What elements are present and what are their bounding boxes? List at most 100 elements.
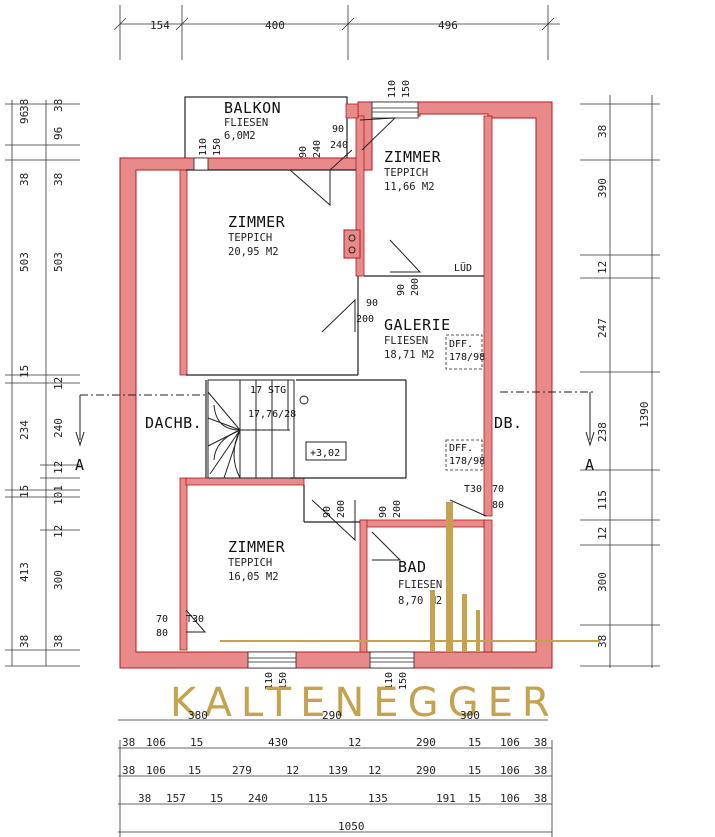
room-zb-area: 16,05 M2 xyxy=(228,571,279,583)
dim-b3-5: 139 xyxy=(328,764,348,777)
dim-b4-4: 115 xyxy=(308,792,328,805)
door-gal-h: 200 xyxy=(356,314,374,325)
dim-top-2: 400 xyxy=(265,19,285,32)
dim-left-b3: 503 xyxy=(52,252,65,272)
dimension-top xyxy=(113,5,560,60)
room-galerie-area: 18,71 M2 xyxy=(384,349,435,361)
dff2-label: DFF. xyxy=(449,443,473,454)
door-gal-w: 90 xyxy=(366,298,378,309)
dim-b3-7: 290 xyxy=(416,764,436,777)
dim-b3-6: 12 xyxy=(368,764,381,777)
room-zimmer-main: ZIMMER TEPPICH 20,95 M2 xyxy=(228,213,286,258)
dim-b4-0: 38 xyxy=(138,792,151,805)
dim-top-3: 496 xyxy=(438,19,458,32)
interior-walls xyxy=(179,103,493,653)
door-lud-w: 90 xyxy=(396,284,407,296)
room-db-right: DB. xyxy=(494,414,523,432)
dim-left-b6: 12 xyxy=(52,461,65,474)
dim-b4-5: 135 xyxy=(368,792,388,805)
dim-left-a1: 96 xyxy=(18,111,31,124)
room-zm-floor: TEPPICH xyxy=(228,232,272,244)
stair-steps: 17 STG xyxy=(250,385,286,396)
dim-b2-0: 38 xyxy=(122,736,135,749)
dim-right-3: 247 xyxy=(596,318,609,338)
dim-b3-8: 15 xyxy=(468,764,481,777)
dim-b3-4: 12 xyxy=(286,764,299,777)
dim-right-6: 12 xyxy=(596,527,609,540)
door-bw2-h: 150 xyxy=(398,672,409,690)
stair-ratio: 17,76/28 xyxy=(248,409,296,420)
door-zb-h: 200 xyxy=(336,500,347,518)
dim-b4-6: 191 xyxy=(436,792,456,805)
dim-b3-3: 279 xyxy=(232,764,252,777)
door-a-w: 90 xyxy=(298,146,309,158)
dim-b2-3: 430 xyxy=(268,736,288,749)
room-bad-floor: FLIESEN xyxy=(398,579,442,591)
dim-b3-10: 38 xyxy=(534,764,547,777)
room-galerie-floor: FLIESEN xyxy=(384,335,428,347)
door-bw2-w: 110 xyxy=(384,672,395,690)
brand-logo-mark xyxy=(220,502,600,652)
room-zimmer-top-right: ZIMMER TEPPICH 11,66 M2 xyxy=(384,148,442,193)
dimension-left xyxy=(5,100,80,667)
dim-right-2: 12 xyxy=(596,261,609,274)
dim-left-b1: 96 xyxy=(52,127,65,140)
dim-left-a8: 38 xyxy=(18,635,31,648)
dim-bottom-total: 1050 xyxy=(338,820,365,833)
dim-b4-1: 157 xyxy=(166,792,186,805)
dim-top-1: 154 xyxy=(150,19,170,32)
dim-right-7: 300 xyxy=(596,572,609,592)
dim-b2-4: 12 xyxy=(348,736,361,749)
roof-windows xyxy=(445,334,483,471)
dim-right-5: 115 xyxy=(596,490,609,510)
dim-b4-7: 15 xyxy=(468,792,481,805)
dim-b4-3: 240 xyxy=(248,792,268,805)
room-galerie-name: GALERIE xyxy=(384,316,451,334)
dimension-right-labels: 38 390 12 247 238 115 12 300 38 1390 xyxy=(596,125,651,648)
openings xyxy=(193,101,419,669)
room-zm-name: ZIMMER xyxy=(228,213,286,231)
dim-left-b4: 12 xyxy=(52,377,65,390)
dim-b3-0: 38 xyxy=(122,764,135,777)
room-ztr-name: ZIMMER xyxy=(384,148,442,166)
dim-right-1: 390 xyxy=(596,178,609,198)
dim-left-b2: 38 xyxy=(52,173,65,186)
room-balkon-floor: FLIESEN xyxy=(224,117,268,129)
dim-left-b8: 12 xyxy=(52,525,65,538)
dim-b2-2: 15 xyxy=(190,736,203,749)
room-bad-area: 8,70 M2 xyxy=(398,595,442,607)
dim-b1-1: 290 xyxy=(322,709,342,722)
dim-right-0: 38 xyxy=(596,125,609,138)
dim-left-a0: 38 xyxy=(18,99,31,112)
dim-left-a4: 15 xyxy=(18,365,31,378)
dim-b1-2: 300 xyxy=(460,709,480,722)
room-balkon-name: BALKON xyxy=(224,99,281,117)
door-bw1-h: 150 xyxy=(278,672,289,690)
dim-left-b10: 38 xyxy=(52,635,65,648)
dim-b2-8: 38 xyxy=(534,736,547,749)
dimension-bottom xyxy=(118,719,553,837)
t30-label-left: T30 xyxy=(186,614,204,625)
dim-left-a2: 38 xyxy=(18,173,31,186)
dff2-size: 178/98 xyxy=(449,456,485,467)
room-balkon: BALKON FLIESEN 6,0M2 xyxy=(224,99,281,142)
door-lud-h: 200 xyxy=(410,278,421,296)
room-zm-area: 20,95 M2 xyxy=(228,246,279,258)
section-label-left: A xyxy=(75,456,85,474)
dim-left-a6: 15 xyxy=(18,485,31,498)
dff1-label: DFF. xyxy=(449,339,473,350)
dimension-bottom-labels: 380 290 300 38 106 15 430 12 290 15 106 … xyxy=(122,709,547,833)
stair-level: +3,02 xyxy=(310,448,340,459)
dim-left-b9: 300 xyxy=(52,570,65,590)
door-annotations: 110 150 110 150 90 240 90 240 90 200 90 … xyxy=(156,80,504,690)
dff1-size: 178/98 xyxy=(449,352,485,363)
dim-left-b0: 38 xyxy=(52,99,65,112)
dimension-left-labels: 96 38 503 15 234 15 413 38 38 38 96 38 5… xyxy=(18,99,65,648)
door-l-w: 70 xyxy=(156,614,168,625)
dim-b2-1: 106 xyxy=(146,736,166,749)
dim-b3-1: 106 xyxy=(146,764,166,777)
room-zimmer-bottom: ZIMMER TEPPICH 16,05 M2 xyxy=(228,538,285,583)
dim-right-4: 238 xyxy=(596,422,609,442)
room-zb-floor: TEPPICH xyxy=(228,557,272,569)
door-bw1-w: 110 xyxy=(264,672,275,690)
